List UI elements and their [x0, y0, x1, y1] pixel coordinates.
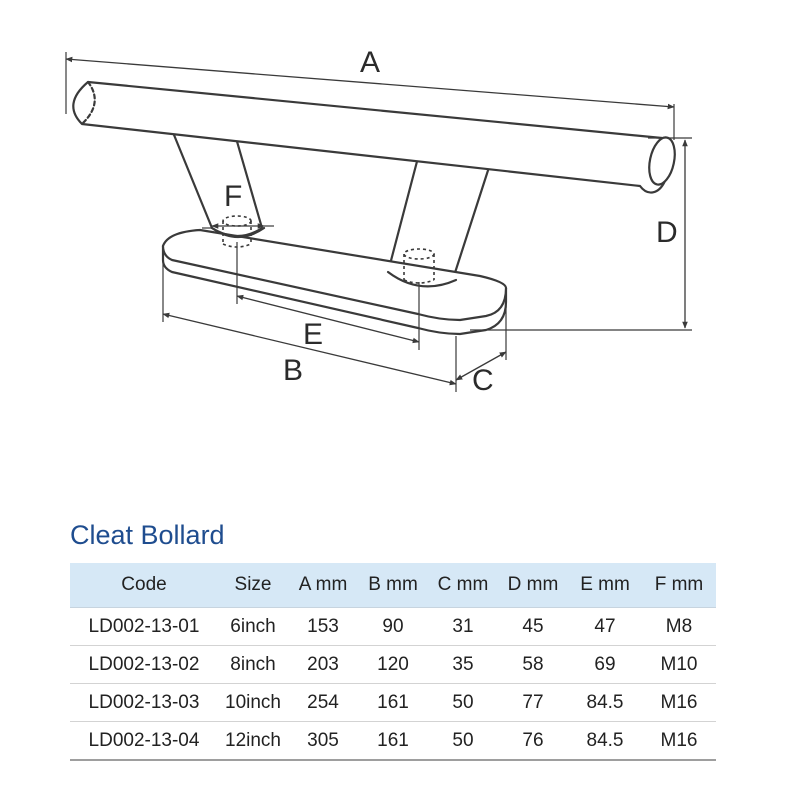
table-cell: LD002-13-03 — [70, 683, 218, 722]
table-cell: 77 — [498, 683, 568, 722]
dim-label-a: A — [360, 46, 380, 79]
table-cell: 35 — [428, 645, 498, 684]
table-cell: 6inch — [218, 607, 288, 646]
column-header: C mm — [428, 563, 498, 608]
table-cell: 84.5 — [568, 683, 642, 722]
column-header: A mm — [288, 563, 358, 608]
table-cell: 8inch — [218, 645, 288, 684]
table-cell: M16 — [642, 683, 716, 722]
table-cell: 58 — [498, 645, 568, 684]
table-cell: LD002-13-01 — [70, 607, 218, 646]
table-cell: 50 — [428, 683, 498, 722]
table-cell: 120 — [358, 645, 428, 684]
left-leg-foot — [210, 226, 266, 239]
dim-line-b — [162, 312, 457, 386]
table-cell: 31 — [428, 607, 498, 646]
table-cell: 12inch — [218, 721, 288, 761]
table-cell: 203 — [288, 645, 358, 684]
right-bolt-hole — [403, 248, 435, 284]
dim-label-b: B — [283, 354, 303, 387]
column-header: E mm — [568, 563, 642, 608]
cleat-left-leg — [170, 128, 264, 238]
table-cell: 50 — [428, 721, 498, 761]
table-cell: 153 — [288, 607, 358, 646]
dim-label-c: C — [472, 364, 494, 397]
table-cell: 90 — [358, 607, 428, 646]
table-cell: 84.5 — [568, 721, 642, 761]
dim-label-e: E — [303, 318, 323, 351]
table-cell: 69 — [568, 645, 642, 684]
table-cell: M16 — [642, 721, 716, 761]
column-header: D mm — [498, 563, 568, 608]
table-cell: M8 — [642, 607, 716, 646]
table-cell: 10inch — [218, 683, 288, 722]
dim-line-e — [236, 294, 420, 344]
table-cell: M10 — [642, 645, 716, 684]
table-cell: 47 — [568, 607, 642, 646]
column-header: F mm — [642, 563, 716, 608]
table-cell: 45 — [498, 607, 568, 646]
column-header: B mm — [358, 563, 428, 608]
table-cell: 161 — [358, 721, 428, 761]
cleat-horn — [72, 80, 670, 194]
cleat-bollard-drawing: A D F E B C — [65, 46, 692, 397]
table-cell: 305 — [288, 721, 358, 761]
right-leg-foot — [386, 270, 458, 288]
column-header: Code — [70, 563, 218, 608]
cleat-base-top — [161, 228, 508, 322]
table-cell: 161 — [358, 683, 428, 722]
table-cell: 254 — [288, 683, 358, 722]
column-header: Size — [218, 563, 288, 608]
table-cell: 76 — [498, 721, 568, 761]
table-cell: LD002-13-04 — [70, 721, 218, 761]
table-cell: LD002-13-02 — [70, 645, 218, 684]
dim-line-a — [65, 56, 675, 110]
dim-label-d: D — [656, 216, 678, 249]
dim-label-f: F — [224, 180, 242, 213]
dim-line-c — [455, 351, 507, 381]
product-title: Cleat Bollard — [70, 520, 225, 550]
